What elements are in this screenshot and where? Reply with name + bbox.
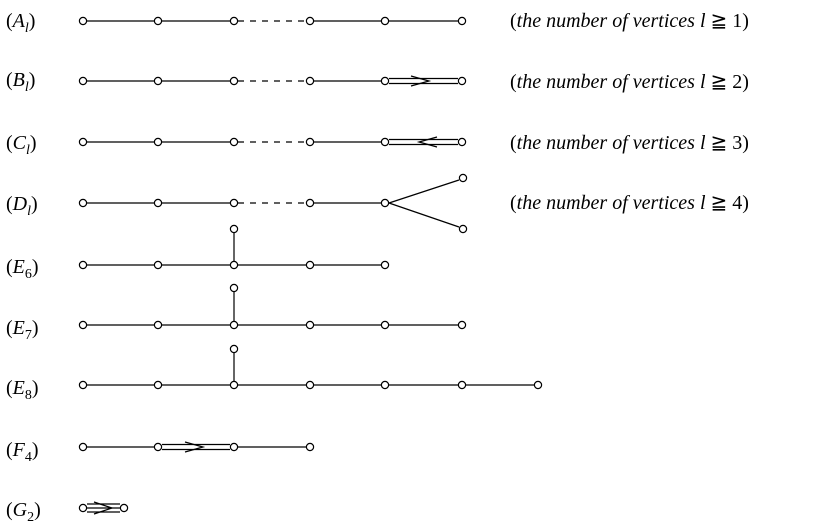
diagram-D [78,173,468,234]
vertex [229,198,239,208]
vertex [380,16,390,26]
vertex [153,380,163,390]
note-D: (the number of vertices l ≧ 4) [510,192,749,214]
vertex [305,137,315,147]
vertex [458,173,468,183]
diagram-C [78,136,467,148]
vertex [229,224,239,234]
vertex [458,224,468,234]
vertex [305,260,315,270]
vertex [457,320,467,330]
vertex [229,76,239,86]
vertex [229,320,239,330]
branch-edge [388,179,460,204]
label-B: (Bl) [6,69,36,95]
vertex [78,442,88,452]
vertex [380,320,390,330]
vertex [380,76,390,86]
vertex [78,320,88,330]
note-A: (the number of vertices l ≧ 1) [510,10,749,32]
label-C: (Cl) [6,132,37,158]
vertex [229,344,239,354]
branch-edge [388,202,460,228]
vertex [305,380,315,390]
note-B: (the number of vertices l ≧ 2) [510,71,749,93]
vertex [305,76,315,86]
label-E8: (E8) [6,377,39,403]
note-C: (the number of vertices l ≧ 3) [510,132,749,154]
arrow-right [93,501,114,515]
vertex [229,260,239,270]
vertex [380,137,390,147]
vertex [457,16,467,26]
label-G2: (G2) [6,499,41,525]
vertex [119,503,129,513]
vertex [229,283,239,293]
vertex [153,137,163,147]
arrow-left [416,136,438,148]
vertex [153,16,163,26]
diagram-E6 [78,224,390,270]
vertex [457,137,467,147]
arrow-right [184,441,206,453]
arrow-right [410,75,432,87]
label-E6: (E6) [6,256,39,282]
vertex [78,137,88,147]
vertex [229,442,239,452]
vertex [457,380,467,390]
vertex [457,76,467,86]
vertex [153,260,163,270]
vertex [229,380,239,390]
vertex [78,260,88,270]
label-F4: (F4) [6,439,39,465]
vertex [78,380,88,390]
vertex [380,380,390,390]
label-D: (Dl) [6,193,38,219]
vertex [153,320,163,330]
vertex [153,76,163,86]
vertex [380,260,390,270]
vertex [78,16,88,26]
vertex [229,16,239,26]
vertex [153,198,163,208]
vertex [153,442,163,452]
vertex [229,137,239,147]
vertex [305,198,315,208]
vertex [305,320,315,330]
diagram-E7 [78,283,467,330]
diagram-E8 [78,344,543,390]
vertex [78,198,88,208]
label-A: (Al) [6,10,36,36]
label-E7: (E7) [6,317,39,343]
vertex [78,503,88,513]
vertex [533,380,543,390]
diagram-B [78,75,467,87]
diagram-G2 [78,501,129,515]
diagram-F4 [78,441,315,453]
vertex [305,442,315,452]
vertex [380,198,390,208]
diagram-A [78,16,467,26]
vertex [305,16,315,26]
vertex [78,76,88,86]
